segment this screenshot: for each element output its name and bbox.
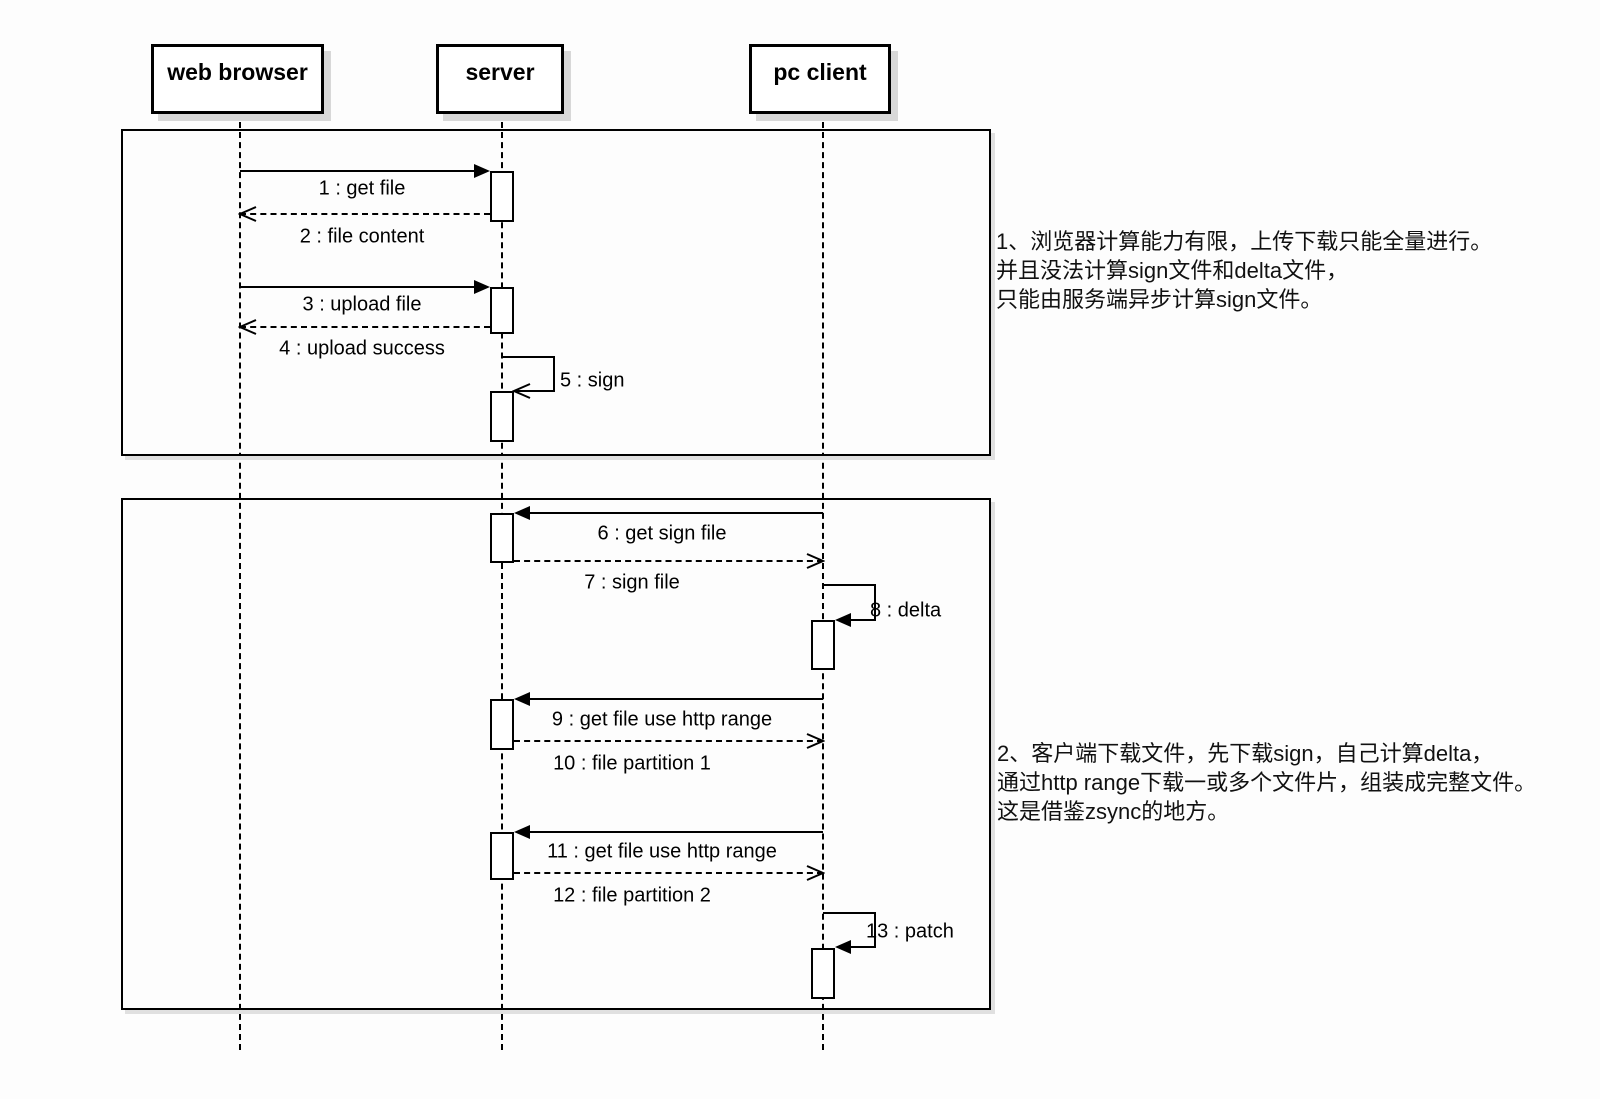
arrowhead-filled-left-icon [835, 940, 851, 954]
message-8-loop-top [823, 584, 876, 586]
arrowhead-open-left-icon [238, 319, 257, 335]
message-8-label: 8 : delta [870, 599, 942, 622]
message-12-line [514, 872, 823, 874]
message-10-line [514, 740, 823, 742]
message-13-loop-bottom [851, 946, 876, 948]
message-5-label: 5 : sign [560, 369, 625, 392]
message-11-line [530, 831, 823, 833]
arrowhead-open-right-icon [806, 553, 825, 569]
activation-server-5 [490, 699, 514, 750]
arrowhead-open-right-icon [806, 733, 825, 749]
message-12-label: 12 : file partition 2 [553, 884, 711, 907]
note-1-line-3: 只能由服务端异步计算sign文件。 [996, 287, 1323, 312]
message-1-line [240, 170, 476, 172]
message-1-label: 1 : get file [318, 177, 406, 200]
message-10-label: 10 : file partition 1 [553, 752, 711, 775]
note-1: 1、浏览器计算能力有限，上传下载只能全量进行。 并且没法计算sign文件和del… [996, 227, 1492, 314]
activation-server-3 [490, 391, 514, 442]
activation-server-6 [490, 832, 514, 880]
note-2-line-2: 通过http range下载一或多个文件片，组装成完整文件。 [997, 770, 1537, 795]
activation-server-1 [490, 171, 514, 222]
actor-label-server: server [465, 59, 535, 85]
arrowhead-open-left-icon [238, 206, 257, 222]
activation-server-2 [490, 287, 514, 334]
note-2: 2、客户端下载文件，先下载sign，自己计算delta， 通过http rang… [997, 739, 1536, 826]
activation-server-4 [490, 513, 514, 563]
message-8-loop-side [874, 584, 876, 620]
message-7-line [514, 560, 823, 562]
note-2-line-3: 这是借鉴zsync的地方。 [997, 799, 1230, 824]
arrowhead-filled-left-icon [514, 825, 530, 839]
message-2-line [240, 213, 490, 215]
arrowhead-filled-right-icon [474, 164, 490, 178]
message-13-label: 13 : patch [866, 920, 954, 943]
actor-label-web-browser: web browser [167, 59, 308, 85]
message-9-line [530, 698, 823, 700]
message-4-label: 4 : upload success [279, 337, 445, 360]
note-1-line-1: 1、浏览器计算能力有限，上传下载只能全量进行。 [996, 229, 1493, 254]
note-2-line-1: 2、客户端下载文件，先下载sign，自己计算delta， [997, 741, 1494, 766]
arrowhead-filled-left-icon [514, 692, 530, 706]
message-3-label: 3 : upload file [302, 293, 422, 316]
arrowhead-filled-right-icon [474, 280, 490, 294]
message-3-line [240, 286, 476, 288]
arrowhead-open-right-icon [806, 865, 825, 881]
fragment-frame-1 [121, 129, 991, 456]
actor-box-pc-client: pc client [749, 44, 891, 114]
activation-pc-client-1 [811, 620, 835, 670]
lifeline-server [501, 112, 503, 1050]
message-5-loop-top [502, 356, 555, 358]
message-6-line [530, 512, 823, 514]
arrowhead-open-left-icon [512, 383, 531, 399]
message-5-loop-bottom [514, 390, 555, 392]
lifeline-web-browser [239, 112, 241, 1050]
message-9-label: 9 : get file use http range [551, 708, 773, 731]
fragment-frame-2 [121, 498, 991, 1010]
message-13-loop-side [874, 912, 876, 947]
message-5-loop-side [553, 356, 555, 391]
message-7-label: 7 : sign file [584, 571, 680, 594]
message-6-label: 6 : get sign file [597, 522, 727, 545]
message-4-line [240, 326, 490, 328]
actor-label-pc-client: pc client [773, 59, 867, 85]
actor-box-server: server [436, 44, 564, 114]
note-1-line-2: 并且没法计算sign文件和delta文件， [996, 258, 1349, 283]
message-2-label: 2 : file content [299, 225, 425, 248]
message-13-loop-top [823, 912, 876, 914]
message-11-label: 11 : get file use http range [547, 840, 777, 863]
lifeline-pc-client [822, 112, 824, 1050]
message-8-loop-bottom [851, 619, 876, 621]
actor-box-web-browser: web browser [151, 44, 324, 114]
activation-pc-client-2 [811, 948, 835, 999]
arrowhead-filled-left-icon [835, 613, 851, 627]
arrowhead-filled-left-icon [514, 506, 530, 520]
